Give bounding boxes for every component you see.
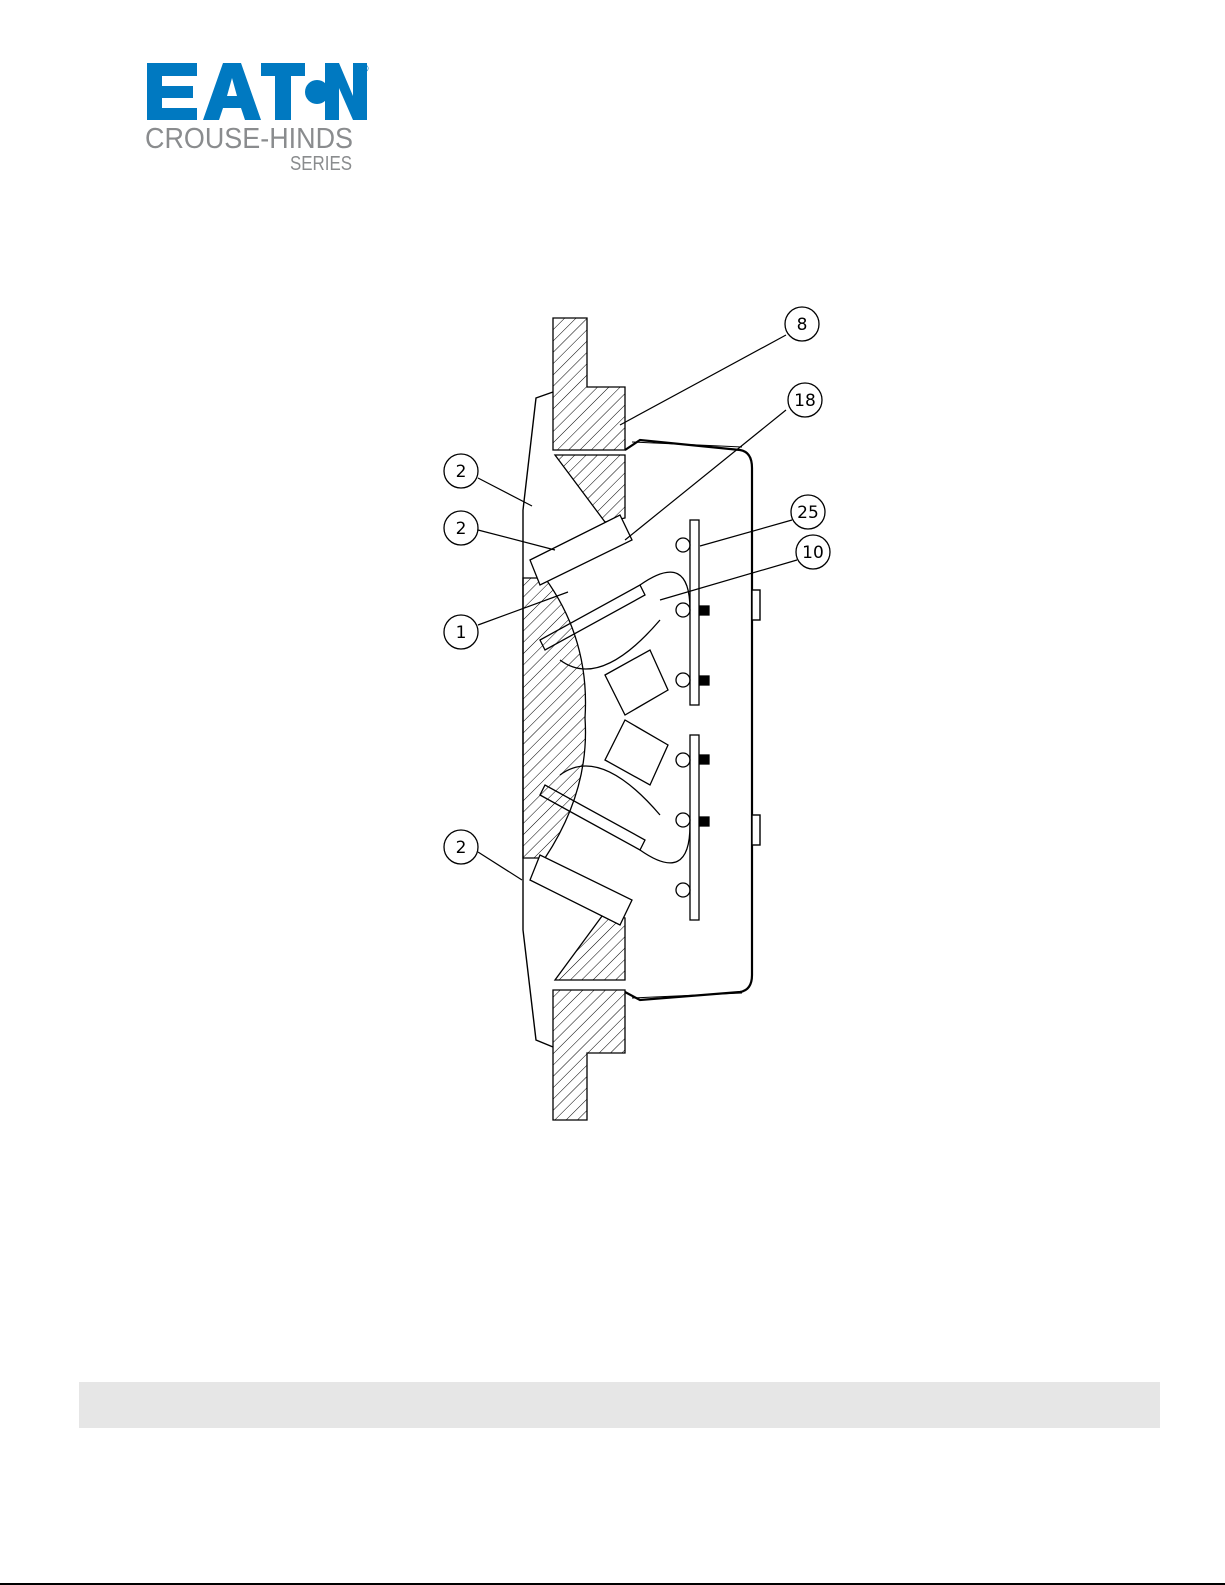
callout-bubbles (444, 307, 830, 864)
flange-body (523, 318, 625, 1120)
logo-line-series: SERIES (290, 153, 352, 175)
registered-mark: ® (359, 62, 370, 75)
footer-bar (79, 1382, 1160, 1428)
callout-label-2-upper: 2 (456, 462, 467, 482)
exploded-section-drawing: 8 18 2 2 25 10 1 2 (430, 300, 850, 1130)
callout-label-18: 18 (794, 391, 816, 411)
callout-label-1: 1 (456, 623, 467, 643)
eaton-crouse-hinds-logo: ® CROUSE-HINDS SERIES (145, 58, 375, 178)
callout-label-8: 8 (797, 315, 808, 335)
callout-label-2-middle: 2 (456, 519, 467, 539)
logo-line-crouse-hinds: CROUSE-HINDS (145, 123, 353, 155)
callout-label-10: 10 (802, 543, 824, 563)
callout-label-2-lower: 2 (456, 838, 467, 858)
eaton-wordmark: ® (147, 62, 370, 120)
callout-label-25: 25 (797, 503, 819, 523)
